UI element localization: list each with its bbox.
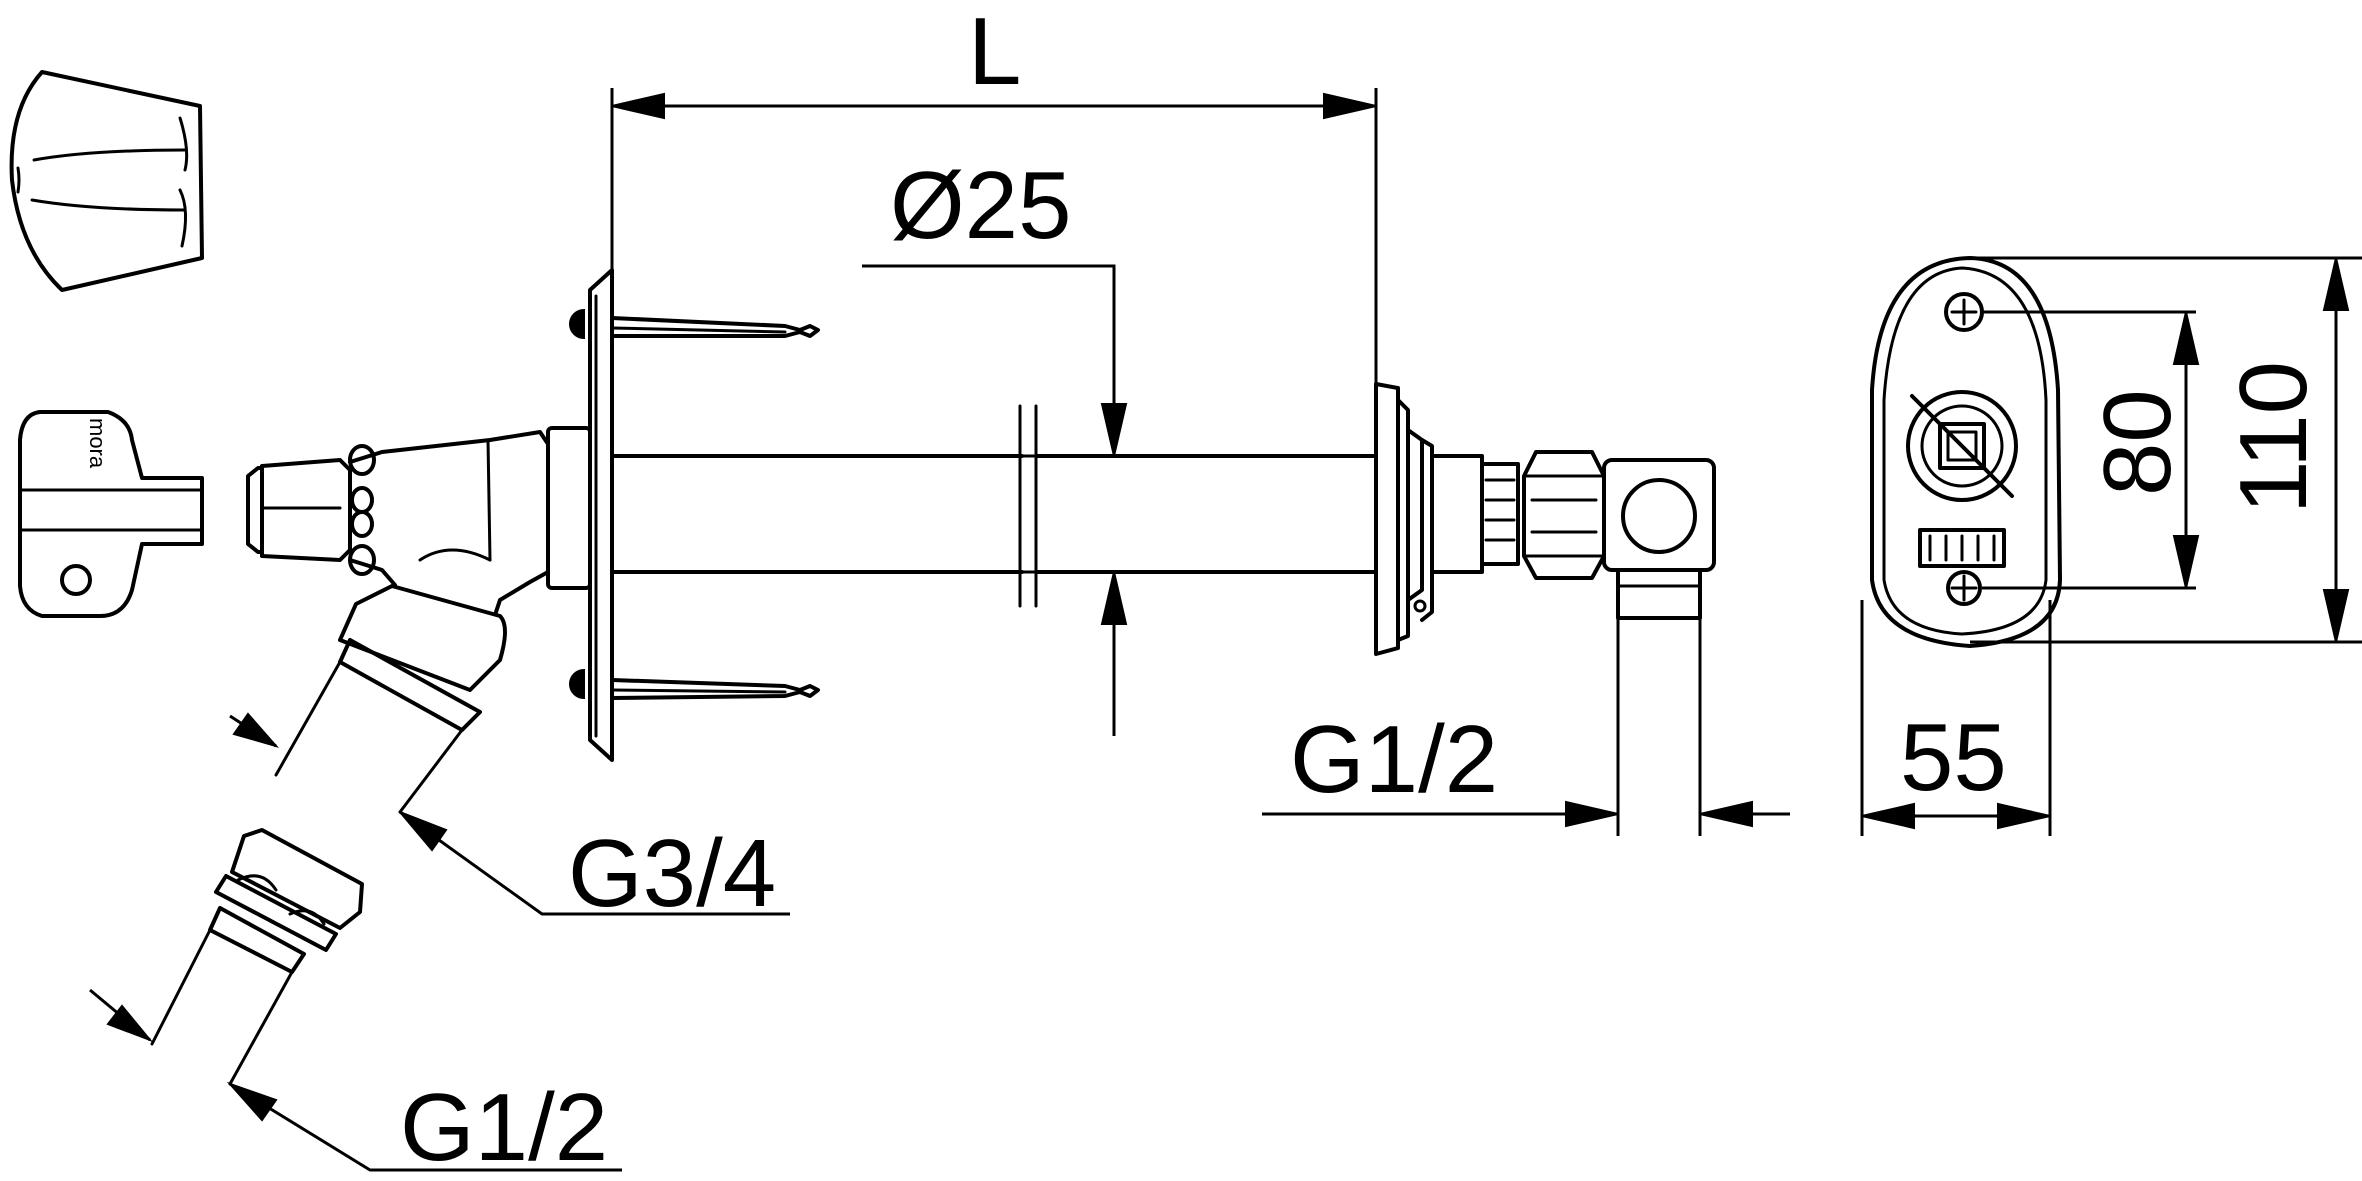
wall-flange-left bbox=[569, 268, 820, 762]
hole-spacing-label: 80 bbox=[2084, 389, 2191, 496]
key-brand-text: mora bbox=[85, 418, 110, 469]
pipe-diameter-label: Ø25 bbox=[890, 152, 1071, 259]
plate-width-label: 55 bbox=[1900, 704, 2007, 811]
outlet-thread-label: G3/4 bbox=[568, 820, 776, 927]
tap-body bbox=[246, 426, 592, 814]
handwheel-icon bbox=[9, 70, 204, 292]
adapter-thread-label: G1/2 bbox=[400, 1074, 608, 1181]
wall-flange-right bbox=[1374, 382, 1716, 656]
pipe bbox=[610, 404, 1378, 608]
adapter-fitting-icon bbox=[150, 828, 364, 1086]
inlet-thread-label: G1/2 bbox=[1290, 706, 1498, 813]
dimension-lines bbox=[89, 88, 2362, 1172]
wall-plate-front-view bbox=[1870, 256, 2062, 648]
plate-height-label: 110 bbox=[2220, 361, 2327, 514]
tap-key-icon: mora bbox=[18, 410, 204, 618]
length-label: L bbox=[968, 0, 1021, 105]
